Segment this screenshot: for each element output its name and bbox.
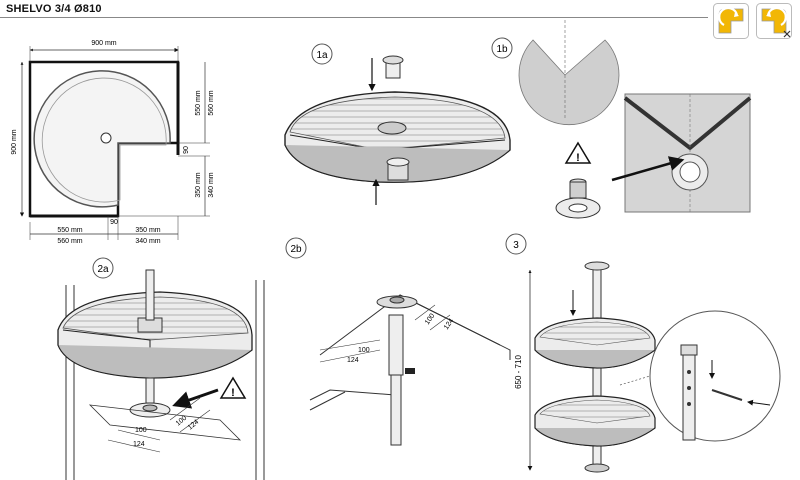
- dim-height-range: 650 - 710: [514, 355, 523, 389]
- step-label-2a: 2a: [97, 264, 109, 275]
- step-label-2b: 2b: [290, 244, 302, 255]
- corner-rotate-right-icon: [756, 3, 792, 39]
- dim-bottom-right-a: 350 mm: [135, 227, 160, 234]
- dim-100b-2b: 100: [424, 312, 436, 326]
- dim-124-2a: 124: [133, 441, 145, 448]
- step-badge-3: [505, 233, 527, 255]
- step-label-1a: 1a: [316, 50, 328, 61]
- dim-bottom-left-a: 550 mm: [57, 227, 82, 234]
- svg-text:!: !: [576, 152, 580, 164]
- dim-124b-2b: 124: [443, 317, 455, 331]
- detail-callout-3: [649, 310, 781, 442]
- dim-right-upper-a: 550 mm: [195, 90, 202, 115]
- step-badge-1a: [311, 43, 333, 65]
- step-2a: 2a ! 100 124 100 124: [57, 257, 265, 480]
- step-badge-1b: [491, 37, 513, 59]
- dim-right-upper-b: 560 mm: [208, 90, 215, 115]
- dim-bottom-right-b: 340 mm: [135, 238, 160, 245]
- tray-top-view-1b: [518, 39, 620, 126]
- step-label-1b: 1b: [496, 44, 508, 55]
- dim-bottom-notch: 90: [110, 219, 118, 226]
- dim-100-2a: 100: [135, 427, 147, 434]
- dim-right-lower-a: 350 mm: [195, 172, 202, 197]
- dim-124-2b: 124: [347, 357, 359, 364]
- step-1a: 1a: [284, 43, 511, 205]
- warning-icon-2a: [219, 376, 247, 399]
- step-1b: 1b !: [491, 20, 752, 219]
- dim-notch: 90: [183, 146, 190, 154]
- plan-view: 900 mm 900 mm 550 mm 560 mm 90 350 mm 34…: [11, 40, 215, 245]
- step-label-3: 3: [513, 240, 519, 251]
- step-3: 3 650 - 710: [505, 233, 781, 473]
- dim-right-lower-b: 340 mm: [208, 172, 215, 197]
- dim-bottom-left-b: 560 mm: [57, 238, 82, 245]
- dim-width-top: 900 mm: [91, 40, 116, 47]
- dim-height-left: 900 mm: [11, 129, 18, 154]
- svg-text:!: !: [231, 387, 235, 399]
- dim-124b-2a: 124: [187, 419, 201, 432]
- page-title: SHELVO 3/4 Ø810: [6, 3, 102, 15]
- dim-100-2b: 100: [358, 347, 370, 354]
- step-badge-2b: [285, 237, 307, 259]
- corner-rotate-left-icon: [713, 3, 749, 39]
- step-2b: 2b 100 124 100 124: [285, 237, 511, 446]
- warning-icon-1b: [564, 141, 592, 164]
- step-badge-2a: [92, 257, 114, 279]
- header-rule: [0, 17, 708, 18]
